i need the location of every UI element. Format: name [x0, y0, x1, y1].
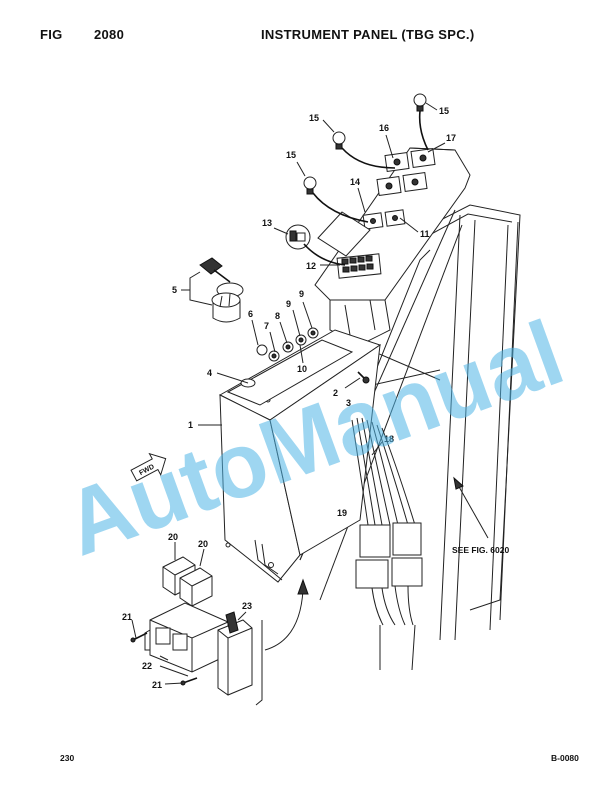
callout-15b: 15 [309, 113, 319, 123]
reference-leader [457, 484, 489, 539]
gauge-housing [314, 147, 471, 346]
callout-18: 18 [384, 434, 394, 444]
figure-title: INSTRUMENT PANEL (TBG SPC.) [261, 27, 475, 42]
ignition-switch-icon [211, 282, 244, 323]
callout-21a: 21 [122, 612, 132, 622]
callout-19: 19 [337, 508, 347, 518]
relay-base [144, 602, 229, 673]
screw-icon [357, 371, 370, 384]
bulb-icon [303, 176, 369, 223]
callout-23: 23 [242, 601, 252, 611]
callout-12: 12 [306, 261, 316, 271]
gauge-lens-cover [317, 211, 371, 257]
gauge-cluster-upper [376, 147, 436, 197]
callout-20a: 20 [168, 532, 178, 542]
callout-21b: 21 [152, 680, 162, 690]
callout-13: 13 [262, 218, 272, 228]
bulb-icon [332, 131, 396, 169]
bulb-socket-icon [285, 224, 346, 266]
flasher-icon [217, 611, 253, 696]
leader-lines [131, 102, 446, 685]
reference-note: SEE FIG. 6020 [452, 545, 509, 555]
relay-icon [179, 567, 213, 607]
page-number: 230 [60, 753, 75, 763]
callout-3: 3 [346, 398, 351, 408]
gauge-cluster-middle [362, 209, 406, 230]
callout-22: 22 [142, 661, 152, 671]
callout-14: 14 [350, 177, 360, 187]
callout-8: 8 [275, 311, 280, 321]
callout-9a: 9 [286, 299, 291, 309]
indicator-lamp-strip [336, 253, 382, 279]
callout-9b: 9 [299, 289, 304, 299]
location-arrow [264, 589, 304, 651]
screw-icon [130, 632, 148, 643]
bulb-icon [413, 93, 429, 151]
figure-label: FIG [40, 27, 63, 42]
callout-16: 16 [379, 123, 389, 133]
switch-plate [226, 327, 354, 406]
callout-4: 4 [207, 368, 212, 378]
wire-harness [351, 417, 423, 671]
callout-labels: 1 2 3 4 5 6 7 8 9 9 10 11 12 13 14 15 15… [122, 106, 456, 690]
callout-17: 17 [446, 133, 456, 143]
callout-1: 1 [188, 420, 193, 430]
callout-7: 7 [264, 321, 269, 331]
arrow-head-icon [297, 578, 309, 595]
callout-15c: 15 [286, 150, 296, 160]
document-code: B-0080 [551, 753, 579, 763]
screw-icon [180, 677, 198, 686]
callout-11: 11 [420, 229, 430, 239]
arrow-head-icon [453, 476, 464, 490]
callout-2: 2 [333, 388, 338, 398]
callout-20b: 20 [198, 539, 208, 549]
callout-5: 5 [172, 285, 177, 295]
figure-number: 2080 [94, 27, 125, 42]
mounting-bracket [255, 620, 263, 706]
toggle-switch-icon [256, 327, 319, 362]
callout-6: 6 [248, 309, 253, 319]
ignition-key-icon [199, 257, 231, 283]
callout-10: 10 [297, 364, 307, 374]
callout-15a: 15 [439, 106, 449, 116]
